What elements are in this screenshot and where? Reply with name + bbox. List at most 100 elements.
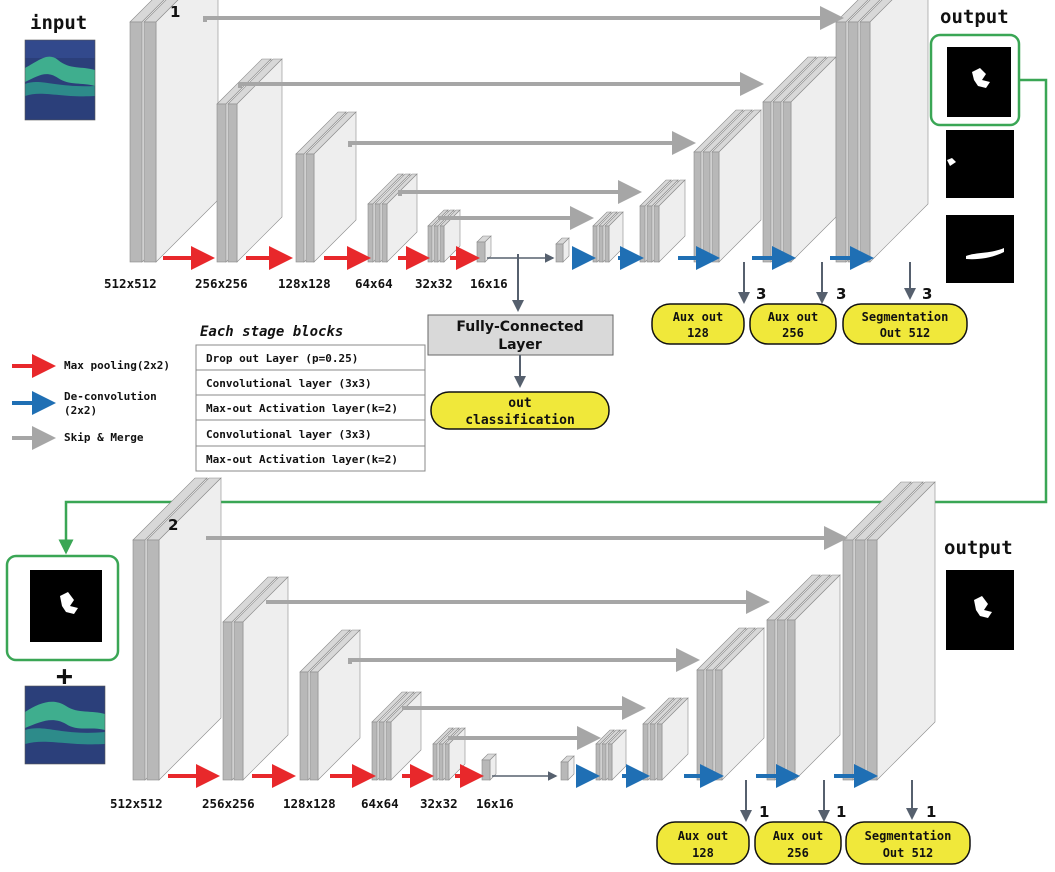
encoder-block — [143, 0, 219, 263]
pill-line2: Out 512 — [883, 846, 934, 860]
decoder-block — [782, 56, 837, 263]
stage-number-2: 2 — [168, 516, 178, 534]
aux-depth-2: 1 — [836, 803, 846, 821]
skip-merge-arrow — [238, 72, 764, 96]
aux-depth-1: 3 — [756, 285, 766, 303]
size-label: 256x256 — [195, 276, 248, 291]
stage-block-row: Drop out Layer (p=0.25) — [206, 352, 358, 365]
classification-line2: classification — [465, 413, 575, 428]
size-label: 512x512 — [104, 276, 157, 291]
size-label: 16x16 — [470, 276, 508, 291]
pill-line2: 128 — [692, 846, 714, 860]
legend: Max pooling(2x2) De-convolution (2x2) Sk… — [12, 354, 170, 450]
mask-thumbnail-output-bottom — [946, 570, 1014, 650]
skip-merge-arrow — [402, 696, 646, 720]
input-label: input — [30, 12, 87, 34]
mask-thumbnail-2 — [946, 130, 1014, 198]
decoder-block — [714, 627, 765, 781]
aux-out-128-pill — [656, 821, 750, 865]
decoder-block — [653, 179, 686, 263]
legend-pool-label: Max pooling(2x2) — [64, 359, 170, 372]
mask-thumbnail-input-bottom — [30, 570, 102, 642]
decoder-block — [786, 574, 841, 781]
oct-input-thumbnail-top — [24, 39, 96, 121]
aux-out-256-pill — [754, 821, 842, 865]
aux-depth-1: 1 — [759, 803, 769, 821]
stage-block-row: Convolutional layer (3x3) — [206, 428, 372, 441]
pill-line1: Aux out — [773, 829, 824, 843]
pill-line2: 128 — [687, 326, 709, 340]
encoder-block — [481, 753, 497, 781]
size-label: 256x256 — [202, 796, 255, 811]
mask-thumbnail-1 — [947, 47, 1011, 117]
decoder-block — [555, 237, 570, 263]
encoder-block — [305, 111, 357, 263]
pill-line1: Aux out — [678, 829, 729, 843]
pill-line1: Segmentation — [862, 310, 949, 324]
stage-block-row: Convolutional layer (3x3) — [206, 377, 372, 390]
skip-merge-arrow — [266, 590, 770, 614]
stage-block-row: Max-out Activation layer(k=2) — [206, 453, 398, 466]
plus-sign: + — [56, 659, 73, 692]
size-label: 512x512 — [110, 796, 163, 811]
decoder-block — [859, 0, 929, 263]
decoder-block — [711, 109, 762, 263]
size-label: 32x32 — [415, 276, 453, 291]
aux-depth-2: 3 — [836, 285, 846, 303]
encoder-block — [233, 576, 289, 781]
legend-deconv-label: De-convolution — [64, 390, 157, 403]
pill-line2: Out 512 — [880, 326, 931, 340]
aux-out-128-pill — [651, 303, 745, 345]
oct-input-thumbnail-bottom — [24, 685, 106, 765]
size-label: 128x128 — [283, 796, 336, 811]
skip-merge-arrow — [206, 526, 848, 550]
skip-merge-arrow — [348, 648, 700, 672]
encoder-block — [146, 477, 222, 781]
encoder-block — [381, 173, 418, 263]
decoder-block — [866, 481, 936, 781]
fc-label-line2: Layer — [498, 337, 542, 353]
stage-number-1: 1 — [170, 3, 180, 21]
skip-merge-arrow — [348, 131, 696, 155]
outputs-bottom: Aux out 128 Aux out 256 Segmentation Out… — [656, 803, 971, 865]
pill-line2: 256 — [782, 326, 804, 340]
mask-thumbnail-3 — [946, 215, 1014, 283]
segmentation-out-pill — [842, 303, 968, 345]
encoder-block — [227, 58, 283, 263]
size-label: 32x32 — [420, 796, 458, 811]
size-label: 16x16 — [476, 796, 514, 811]
aux-depth-3: 3 — [922, 285, 932, 303]
aux-out-256-pill — [749, 303, 837, 345]
skip-merge-arrow — [203, 6, 844, 30]
pill-line2: 256 — [787, 846, 809, 860]
skip-merge-arrow — [438, 206, 594, 230]
size-label: 128x128 — [278, 276, 331, 291]
encoder-block — [309, 629, 361, 781]
decoder-block — [656, 697, 689, 781]
output-label-top: output — [940, 6, 1009, 28]
pill-line1: Segmentation — [865, 829, 952, 843]
stage-blocks-table: Drop out Layer (p=0.25) Convolutional la… — [195, 344, 426, 472]
green-frame-refeed — [5, 554, 120, 662]
classification-pill — [430, 391, 610, 430]
fully-connected-layer-box — [427, 314, 614, 356]
stage-block-row: Max-out Activation layer(k=2) — [206, 402, 398, 415]
segmentation-out-pill — [845, 821, 971, 865]
pill-line1: Aux out — [768, 310, 819, 324]
size-labels-top: 512x512 256x256 128x128 64x64 32x32 16x1… — [104, 276, 508, 291]
classification-line1: out — [508, 396, 531, 411]
green-refeed-connector — [58, 78, 1048, 555]
decoder-block — [607, 729, 627, 781]
legend-skip-label: Skip & Merge — [64, 431, 144, 444]
skip-merge-arrow — [448, 726, 601, 750]
skip-merge-arrow — [398, 180, 642, 204]
decoder-block — [604, 211, 624, 263]
outputs-top: Aux out 128 Aux out 256 Segmentation Out… — [651, 285, 968, 345]
decoder-block — [560, 755, 575, 781]
size-label: 64x64 — [361, 796, 399, 811]
size-labels-bottom: 512x512 256x256 128x128 64x64 32x32 16x1… — [110, 796, 514, 811]
fc-label-line1: Fully-Connected — [456, 319, 583, 335]
encoder-block — [476, 235, 492, 263]
network-stage-1 — [129, 0, 929, 304]
